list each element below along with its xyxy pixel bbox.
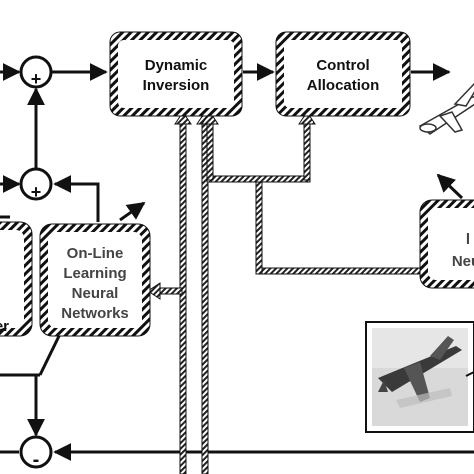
hatched-top-horizontal <box>206 175 311 183</box>
left-partial-text: er <box>0 318 9 335</box>
dynamic-inversion-line1: Dynamic <box>145 57 208 74</box>
dynamic-inversion-line2: Inversion <box>143 77 210 94</box>
control-allocation-line1: Control <box>316 57 369 74</box>
hatched-arrowhead-3 <box>201 111 219 125</box>
aircraft-photo <box>365 321 474 433</box>
right-partial-line2: Neu <box>452 253 474 270</box>
control-allocation-line2: Allocation <box>307 77 380 94</box>
hatched-to-nn <box>157 287 183 295</box>
nn-line2: Learning <box>63 265 126 282</box>
right-partial-line1: l <box>466 231 470 248</box>
online-learning-nn-block[interactable]: On-Line Learning Neural Networks <box>39 223 151 337</box>
left-partial-block[interactable]: er <box>0 221 33 337</box>
sum-junction-top: + <box>19 55 53 89</box>
nn-line1: On-Line <box>67 245 124 262</box>
solid-connections <box>0 63 474 461</box>
nn-line3: Neural <box>72 285 119 302</box>
hatched-junction-vertical <box>255 175 263 275</box>
hatched-arrowhead-4 <box>298 111 316 125</box>
hatched-vertical-1 <box>179 121 187 474</box>
nn-bottom-tap <box>38 333 62 376</box>
right-nn-learning-arrow <box>436 173 464 200</box>
sum-middle-sign: + <box>31 182 42 202</box>
nn-line4: Networks <box>61 305 129 322</box>
sum-junction-middle: + <box>19 167 53 202</box>
hatched-connections <box>147 111 421 474</box>
nn-learning-arrow <box>119 201 146 222</box>
hatched-arrowhead-1 <box>174 111 192 125</box>
hatched-arrowhead-5 <box>147 282 161 300</box>
hatched-to-control-allocation <box>303 121 311 181</box>
photo-tick <box>465 371 474 377</box>
sum-junction-bottom: - <box>19 435 53 471</box>
hatched-to-dynamic-inversion <box>206 121 214 181</box>
dynamic-inversion-block[interactable]: Dynamic Inversion <box>109 31 243 117</box>
hatched-right-nn-horizontal <box>255 267 421 275</box>
nn-to-middle-sum-arrow <box>53 175 100 222</box>
right-partial-block[interactable]: l Neu <box>419 199 474 289</box>
sum-top-sign: + <box>31 69 42 89</box>
control-allocation-block[interactable]: Control Allocation <box>275 31 411 117</box>
aircraft-icon <box>418 83 474 135</box>
sum-bottom-sign: - <box>33 449 40 471</box>
